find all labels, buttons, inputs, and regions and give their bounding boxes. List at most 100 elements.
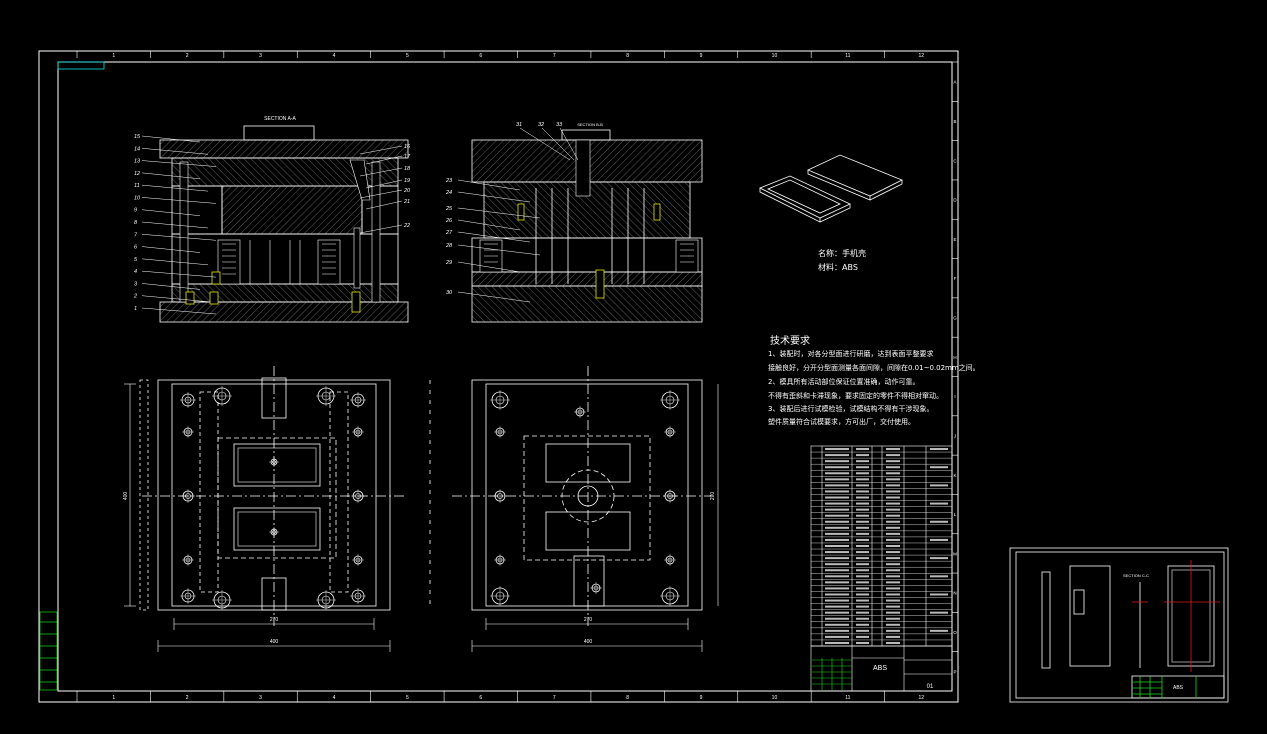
leader-line-23 xyxy=(457,179,521,191)
grid-row-C: C xyxy=(953,158,957,163)
bolt-hole xyxy=(574,406,586,418)
leader-6: 6 xyxy=(134,245,138,251)
bolt-hole xyxy=(664,554,676,566)
leader-24: 24 xyxy=(445,190,452,196)
leader-11: 11 xyxy=(134,183,140,189)
part-material: 材料：ABS xyxy=(818,263,858,272)
leader-14: 14 xyxy=(134,146,140,152)
leader-17: 17 xyxy=(404,154,411,160)
grid-col-7: 7 xyxy=(553,53,556,59)
leader-line-28 xyxy=(457,244,541,256)
bolt-hole xyxy=(352,554,364,566)
bolt-hole xyxy=(351,489,365,503)
bolt-hole xyxy=(269,527,279,537)
leader-line-15 xyxy=(141,135,201,143)
leader-3: 3 xyxy=(134,281,138,287)
grid-col-bottom-6: 6 xyxy=(479,695,482,701)
bom-row xyxy=(825,472,900,475)
bom-row xyxy=(825,629,948,632)
plan-right-bolt-holes xyxy=(490,390,680,606)
bom-row xyxy=(825,514,900,517)
leader-32: 32 xyxy=(538,122,544,128)
corner-mark xyxy=(57,61,105,70)
grid-col-bottom-8: 8 xyxy=(626,695,629,701)
bom-row xyxy=(825,611,948,614)
leader-23: 23 xyxy=(445,178,453,184)
leader-line-11 xyxy=(141,184,209,192)
leader-12: 12 xyxy=(134,171,140,177)
grid-col-bottom-11: 11 xyxy=(845,695,850,701)
leader-line-30 xyxy=(457,291,531,303)
leader-line-7 xyxy=(141,234,217,241)
leader-28: 28 xyxy=(445,243,453,249)
bom-row xyxy=(825,520,948,523)
grid-col-bottom-3: 3 xyxy=(259,695,262,701)
tech-line-6: 塑件质量符合试模要求，方可出厂，交付使用。 xyxy=(768,418,915,426)
plan-right-dimensions xyxy=(471,384,719,652)
grid-row-O: O xyxy=(953,630,957,635)
section-c-label: SECTION C-C xyxy=(1123,573,1149,578)
leader-31: 31 xyxy=(516,122,522,128)
leader-line-20 xyxy=(359,189,403,199)
grid-row-E: E xyxy=(953,237,956,242)
grid-col-bottom-12: 12 xyxy=(919,695,925,701)
title-block-material: ABS xyxy=(873,665,887,672)
bom-row xyxy=(825,569,900,572)
leader-4: 4 xyxy=(134,269,137,275)
grid-col-bottom-2: 2 xyxy=(186,695,189,701)
leader-line-1 xyxy=(141,307,217,315)
grid-row-I: I xyxy=(954,394,955,399)
grid-col-10: 10 xyxy=(772,53,778,59)
bom-row xyxy=(825,496,900,499)
bolt-hole xyxy=(493,489,507,503)
bom-row xyxy=(825,599,900,602)
small-title-material: ABS xyxy=(1173,685,1184,691)
leader-line-24 xyxy=(457,191,531,203)
grid-col-bottom-1: 1 xyxy=(112,695,115,701)
dim-width-inner: 270 xyxy=(270,617,279,623)
grid-col-3: 3 xyxy=(259,53,262,59)
leader-line-6 xyxy=(141,246,201,253)
leader-9: 9 xyxy=(134,208,137,214)
bom-row xyxy=(825,502,948,505)
bolt-hole xyxy=(352,426,364,438)
bolt-hole xyxy=(316,386,336,406)
leader-line-4 xyxy=(141,270,217,278)
dim-width-inner-right: 270 xyxy=(584,617,593,623)
grid-row-D: D xyxy=(953,198,957,203)
bom-row xyxy=(825,593,948,596)
leader-line-26 xyxy=(457,219,521,231)
dim-width-outer: 400 xyxy=(270,639,279,645)
leader-26: 26 xyxy=(445,218,453,224)
grid-col-5: 5 xyxy=(406,53,409,59)
leader-30: 30 xyxy=(446,290,453,296)
bom-row xyxy=(825,545,900,547)
bolt-hole xyxy=(180,392,196,408)
leader-line-10 xyxy=(141,197,217,204)
bom-row xyxy=(825,623,900,626)
grid-col-bottom-5: 5 xyxy=(406,695,409,701)
leader-5: 5 xyxy=(134,257,138,263)
grid-col-bottom-4: 4 xyxy=(333,695,336,701)
leader-7: 7 xyxy=(134,232,138,238)
leader-line-21 xyxy=(365,200,403,210)
part-name: 名称：手机壳 xyxy=(818,249,866,258)
grid-col-8: 8 xyxy=(626,53,629,59)
bom-row xyxy=(825,484,948,487)
section-b-label: SECTION B-B xyxy=(577,122,603,127)
leader-25: 25 xyxy=(445,206,453,212)
grid-col-bottom-10: 10 xyxy=(772,695,778,701)
plan-view-right xyxy=(429,366,716,626)
section-b-view: SECTION B-B xyxy=(471,122,703,323)
grid-row-B: B xyxy=(953,119,956,124)
grid-col-11: 11 xyxy=(845,53,850,59)
leader-line-29 xyxy=(457,261,521,273)
leader-line-13 xyxy=(141,160,217,167)
plan-left-bolt-holes xyxy=(180,386,366,610)
leader-22: 22 xyxy=(403,223,410,229)
leader-line-31 xyxy=(519,127,571,161)
